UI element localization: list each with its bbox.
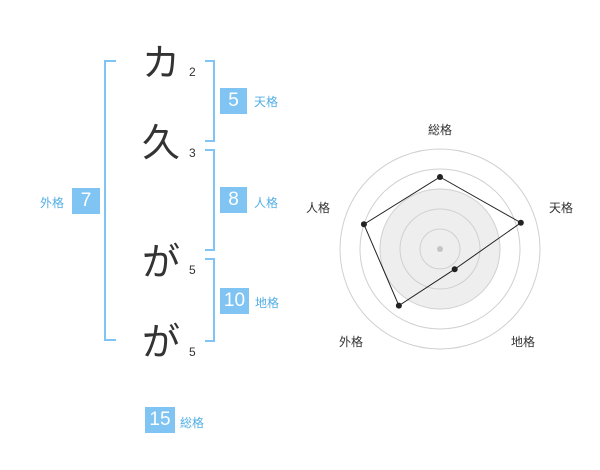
jinkaku-value: 8 bbox=[220, 187, 247, 213]
stroke-count-1: 2 bbox=[189, 65, 196, 79]
tenkaku-bracket bbox=[205, 60, 215, 142]
soukaku-value: 15 bbox=[145, 407, 175, 433]
radar-center-dot bbox=[437, 246, 443, 252]
chikaku-label: 地格 bbox=[255, 296, 280, 310]
radar-point bbox=[360, 221, 367, 228]
radar-axis-label: 地格 bbox=[511, 335, 536, 349]
radar-value-polygon bbox=[363, 176, 522, 307]
radar-grid-ring bbox=[399, 208, 481, 290]
chikaku-bracket bbox=[205, 258, 215, 342]
radar-point bbox=[437, 174, 443, 180]
radar-grid-ring bbox=[379, 188, 501, 310]
jinkaku-label: 人格 bbox=[254, 196, 279, 210]
radar-axis-label: 総格 bbox=[428, 123, 453, 137]
name-char-4: が bbox=[142, 320, 181, 364]
tenkaku-value: 5 bbox=[220, 88, 247, 114]
stroke-count-2: 3 bbox=[189, 146, 196, 160]
radar-axis-label: 天格 bbox=[549, 201, 574, 215]
name-char-1: カ bbox=[142, 41, 181, 85]
stroke-count-4: 5 bbox=[189, 345, 196, 359]
gaikaku-value: 7 bbox=[72, 188, 100, 214]
radar-point bbox=[451, 266, 458, 273]
jinkaku-bracket bbox=[205, 149, 215, 251]
stroke-count-3: 5 bbox=[189, 263, 196, 277]
radar-point bbox=[517, 219, 524, 226]
radar-grid-ring bbox=[339, 148, 541, 350]
radar-axis-label: 外格 bbox=[339, 335, 364, 349]
radar-axis-label: 人格 bbox=[306, 201, 331, 215]
radar-point bbox=[395, 302, 402, 309]
radar-grid-ring bbox=[359, 168, 521, 330]
gaikaku-label: 外格 bbox=[40, 196, 65, 210]
name-char-2: 久 bbox=[142, 121, 181, 165]
chikaku-value: 10 bbox=[220, 288, 249, 314]
gaikaku-bracket bbox=[104, 60, 116, 341]
tenkaku-label: 天格 bbox=[254, 95, 279, 109]
radar-grid-ring bbox=[419, 228, 461, 270]
soukaku-label: 総格 bbox=[180, 416, 205, 430]
name-char-3: が bbox=[142, 240, 181, 284]
